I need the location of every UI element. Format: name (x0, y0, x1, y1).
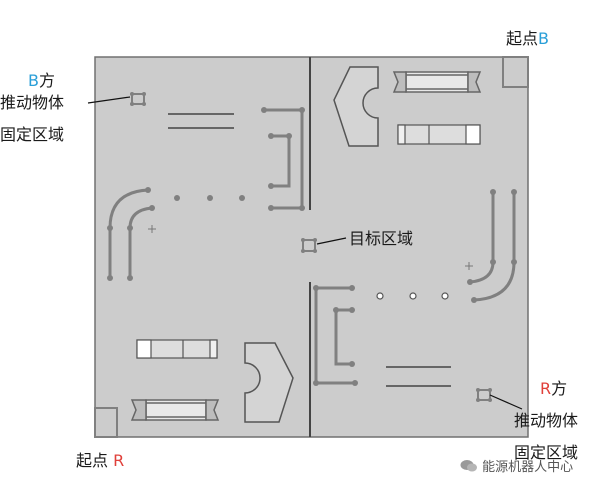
r-fixed-area-label: 固定区域 (514, 443, 579, 462)
tl-dots-row (174, 195, 245, 201)
br-bracket-wall (314, 286, 357, 385)
left-curved-dots (107, 187, 155, 281)
start-b-prefix: 起点 (506, 29, 539, 48)
b-push-object (131, 93, 145, 105)
wechat-icon (460, 460, 477, 472)
br-dots-row (376, 292, 449, 300)
start-r-prefix: 起点 (76, 451, 109, 470)
b-push-object-label: 推动物体 (0, 93, 65, 112)
r-side-suffix: 方 (551, 379, 568, 398)
tr-hex-block (333, 66, 379, 147)
b-push-object-corners (130, 92, 146, 106)
start-box-b (502, 56, 529, 88)
br-bracket-dots (313, 285, 358, 386)
leader-r-push (489, 394, 523, 410)
r-side-label: R方 (540, 380, 567, 398)
leader-b-push (87, 96, 131, 104)
target-object-corners (301, 238, 317, 253)
tl-double-bar (168, 113, 234, 129)
watermark: 能源机器人中心 (460, 456, 573, 475)
target-object (302, 239, 316, 252)
left-crosshair (148, 225, 156, 233)
bl-block (136, 339, 218, 359)
tr-block (397, 124, 481, 145)
b-side-prefix: B (28, 71, 39, 90)
r-push-object-label: 推动物体 (514, 411, 579, 430)
bl-hex-block (244, 342, 294, 423)
start-box-r (94, 407, 118, 438)
br-double-bar (386, 366, 451, 387)
arena-field (94, 56, 529, 438)
tl-bracket-wall (262, 108, 304, 210)
start-r-letter: R (113, 451, 125, 470)
b-side-suffix: 方 (38, 71, 55, 90)
r-side-prefix: R (540, 379, 552, 398)
tl-bracket-dots (261, 107, 305, 211)
bl-rail (130, 399, 220, 421)
right-curved-dots (467, 189, 517, 303)
start-b-label: 起点B (506, 30, 549, 48)
b-fixed-area-label: 固定区域 (0, 125, 65, 144)
r-push-object-corners (476, 388, 492, 402)
right-crosshair (465, 262, 473, 270)
leader-target (316, 237, 347, 245)
start-b-letter: B (538, 29, 549, 48)
watermark-text: 能源机器人中心 (482, 460, 574, 475)
target-area-label: 目标区域 (349, 229, 414, 248)
tr-rail (392, 71, 482, 93)
b-side-label: B方 (28, 72, 55, 90)
start-r-label: 起点 R (76, 452, 124, 470)
